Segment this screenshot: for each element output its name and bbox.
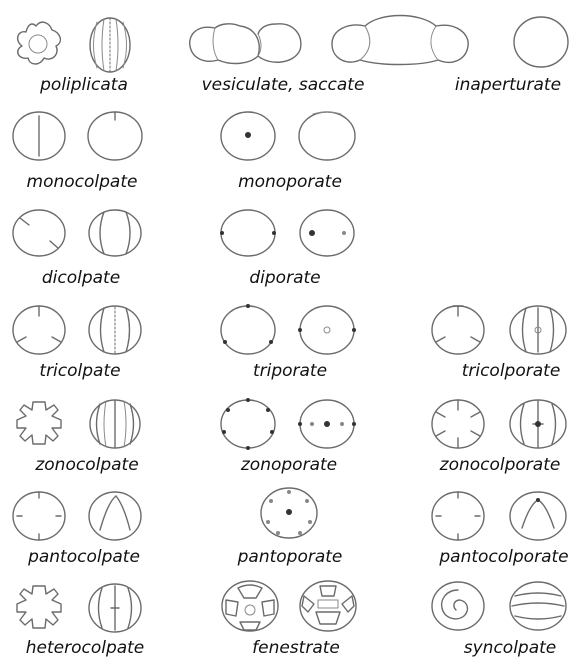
vesiculate-grain-2 <box>331 14 469 66</box>
label-zonocolporate: zonocolporate <box>439 455 561 475</box>
triporate-equatorial-view <box>298 305 356 355</box>
pantocolporate-polar-view <box>431 491 485 541</box>
heterocolpate-equatorial-view <box>88 583 142 633</box>
label-vesiculate-saccate: vesiculate, saccate <box>201 75 365 95</box>
label-pantocolpate: pantocolpate <box>28 547 140 567</box>
poliplicata-equatorial-view <box>89 17 131 73</box>
poliplicata-polar-view <box>16 21 62 65</box>
label-monocolpate: monocolpate <box>26 172 138 192</box>
tricolpate-polar-view <box>12 305 66 355</box>
label-fenestrate: fenestrate <box>252 638 340 658</box>
label-triporate: triporate <box>252 361 328 381</box>
tricolporate-equatorial-view <box>509 305 567 355</box>
zonocolporate-polar-view <box>431 399 485 449</box>
dicolpate-equatorial-view <box>88 209 142 257</box>
label-zonocolpate: zonocolpate <box>35 455 139 475</box>
triporate-polar-view <box>220 304 276 355</box>
monoporate-polar-view <box>220 111 276 161</box>
heterocolpate-polar-view <box>16 585 62 629</box>
vesiculate-grain-1 <box>189 23 302 65</box>
syncolpate-polar-view <box>431 581 485 631</box>
label-tricolporate: tricolporate <box>461 361 561 381</box>
inaperturate-grain <box>513 16 569 68</box>
label-poliplicata: poliplicata <box>40 75 128 95</box>
fenestrate-grain-1 <box>221 580 279 632</box>
syncolpate-equatorial-view <box>509 581 567 631</box>
zonoporate-equatorial-view <box>298 399 356 449</box>
dicolpate-polar-view <box>12 209 66 257</box>
monocolpate-polar-view <box>12 111 66 161</box>
label-pantocolporate: pantocolporate <box>439 547 569 567</box>
label-zonoporate: zonoporate <box>240 455 338 475</box>
zonocolpate-polar-view <box>16 401 62 445</box>
zonocolpate-equatorial-view <box>89 399 141 449</box>
label-monoporate: monoporate <box>238 172 342 192</box>
tricolporate-polar-view <box>431 305 485 355</box>
zonocolporate-equatorial-view <box>509 399 567 449</box>
pantocolpate-equatorial-view <box>88 491 142 541</box>
label-inaperturate: inaperturate <box>454 75 562 95</box>
fenestrate-grain-2 <box>299 580 357 632</box>
label-dicolpate: dicolpate <box>41 268 121 288</box>
label-pantoporate: pantoporate <box>237 547 343 567</box>
label-heterocolpate: heterocolpate <box>25 638 145 658</box>
label-syncolpate: syncolpate <box>463 638 557 658</box>
monoporate-equatorial-view <box>298 111 356 161</box>
tricolpate-equatorial-view <box>88 305 142 355</box>
diporate-equatorial-view <box>299 209 355 257</box>
diporate-polar-view <box>220 209 276 257</box>
pantoporate-grain <box>260 487 318 539</box>
pantocolporate-equatorial-view <box>509 491 567 541</box>
zonoporate-polar-view <box>220 398 276 450</box>
monocolpate-equatorial-view <box>87 111 143 161</box>
label-tricolpate: tricolpate <box>39 361 121 381</box>
pantocolpate-polar-view <box>12 491 66 541</box>
label-diporate: diporate <box>249 268 321 288</box>
